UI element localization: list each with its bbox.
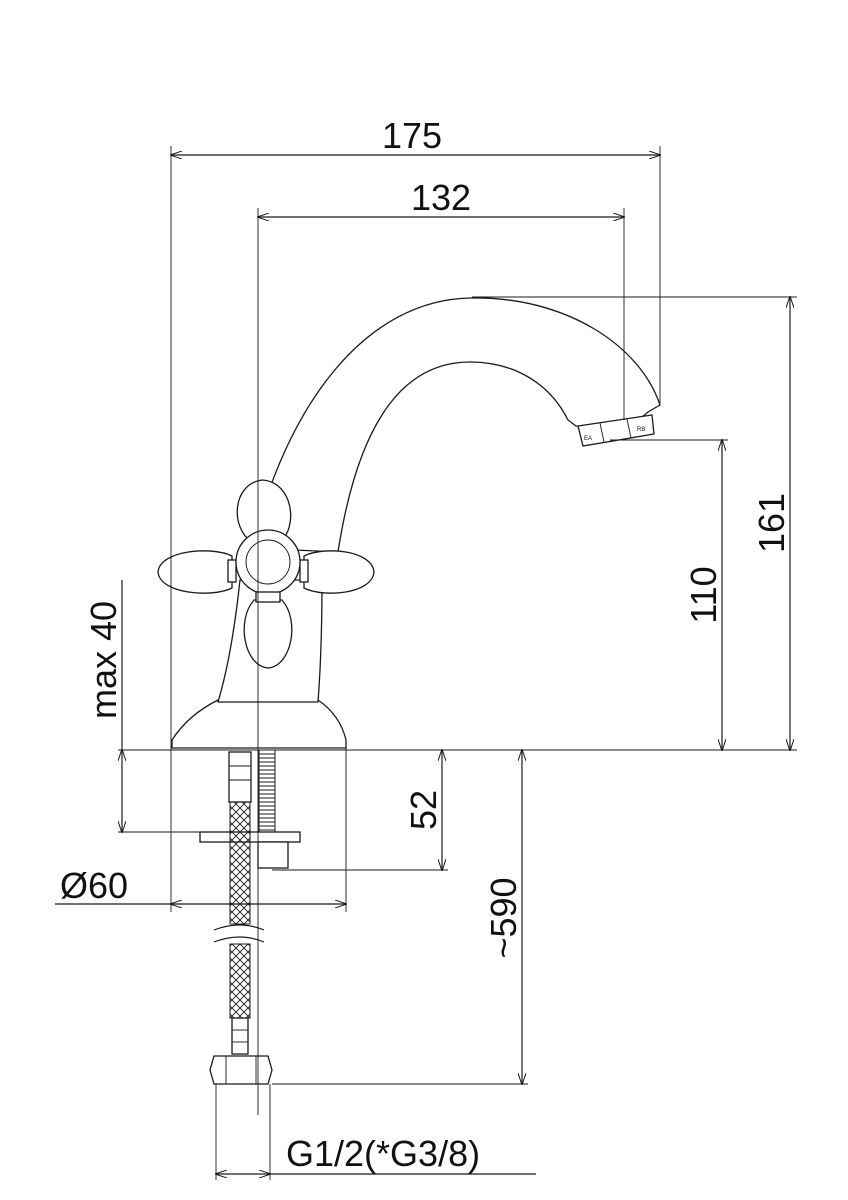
braided-hose-lower — [229, 943, 251, 1019]
label-110: 110 — [683, 566, 724, 623]
label-175: 175 — [382, 115, 442, 156]
mounting-hardware — [199, 749, 301, 1085]
threaded-shank — [258, 749, 276, 833]
label-132: 132 — [411, 177, 471, 218]
aerator-mark-right: RB — [637, 427, 645, 433]
label-thread: G1/2(*G3/8) — [286, 1133, 480, 1174]
handle-arm-left — [157, 550, 233, 594]
faucet-body: EA RB — [171, 297, 661, 749]
label-161: 161 — [751, 493, 792, 553]
hose-fitting-top — [228, 751, 252, 803]
label-52: 52 — [403, 790, 444, 830]
aerator-line — [599, 422, 605, 443]
faucet-base — [171, 699, 347, 749]
handle-collar-left — [227, 559, 237, 583]
hose-fitting-bottom — [231, 1017, 249, 1055]
label-max40: max 40 — [83, 601, 124, 719]
handle-collar-bottom — [255, 591, 281, 603]
hose-break-line — [213, 924, 265, 931]
mounting-nut — [257, 841, 289, 869]
cross-handle — [157, 479, 375, 669]
handle-arm-top — [236, 479, 292, 543]
hex-connector-nut — [209, 1055, 273, 1085]
label-590: ~590 — [483, 877, 524, 958]
label-d60: Ø60 — [60, 865, 128, 906]
handle-collar-right — [299, 559, 309, 583]
dimension-lines — [55, 155, 790, 1174]
aerator-line — [626, 418, 632, 439]
faucet-aerator — [577, 414, 655, 447]
dimension-labels: 175 132 161 110 max 40 52 Ø60 ~590 G1/2(… — [60, 115, 792, 1174]
handle-hub-inner — [245, 539, 291, 585]
handle-arm-right — [303, 550, 375, 594]
braided-hose-upper — [229, 801, 251, 925]
handle-arm-bottom — [243, 599, 293, 669]
extension-lines — [118, 146, 797, 1180]
aerator-mark-left: EA — [584, 436, 592, 442]
hose-break-line — [213, 936, 265, 943]
